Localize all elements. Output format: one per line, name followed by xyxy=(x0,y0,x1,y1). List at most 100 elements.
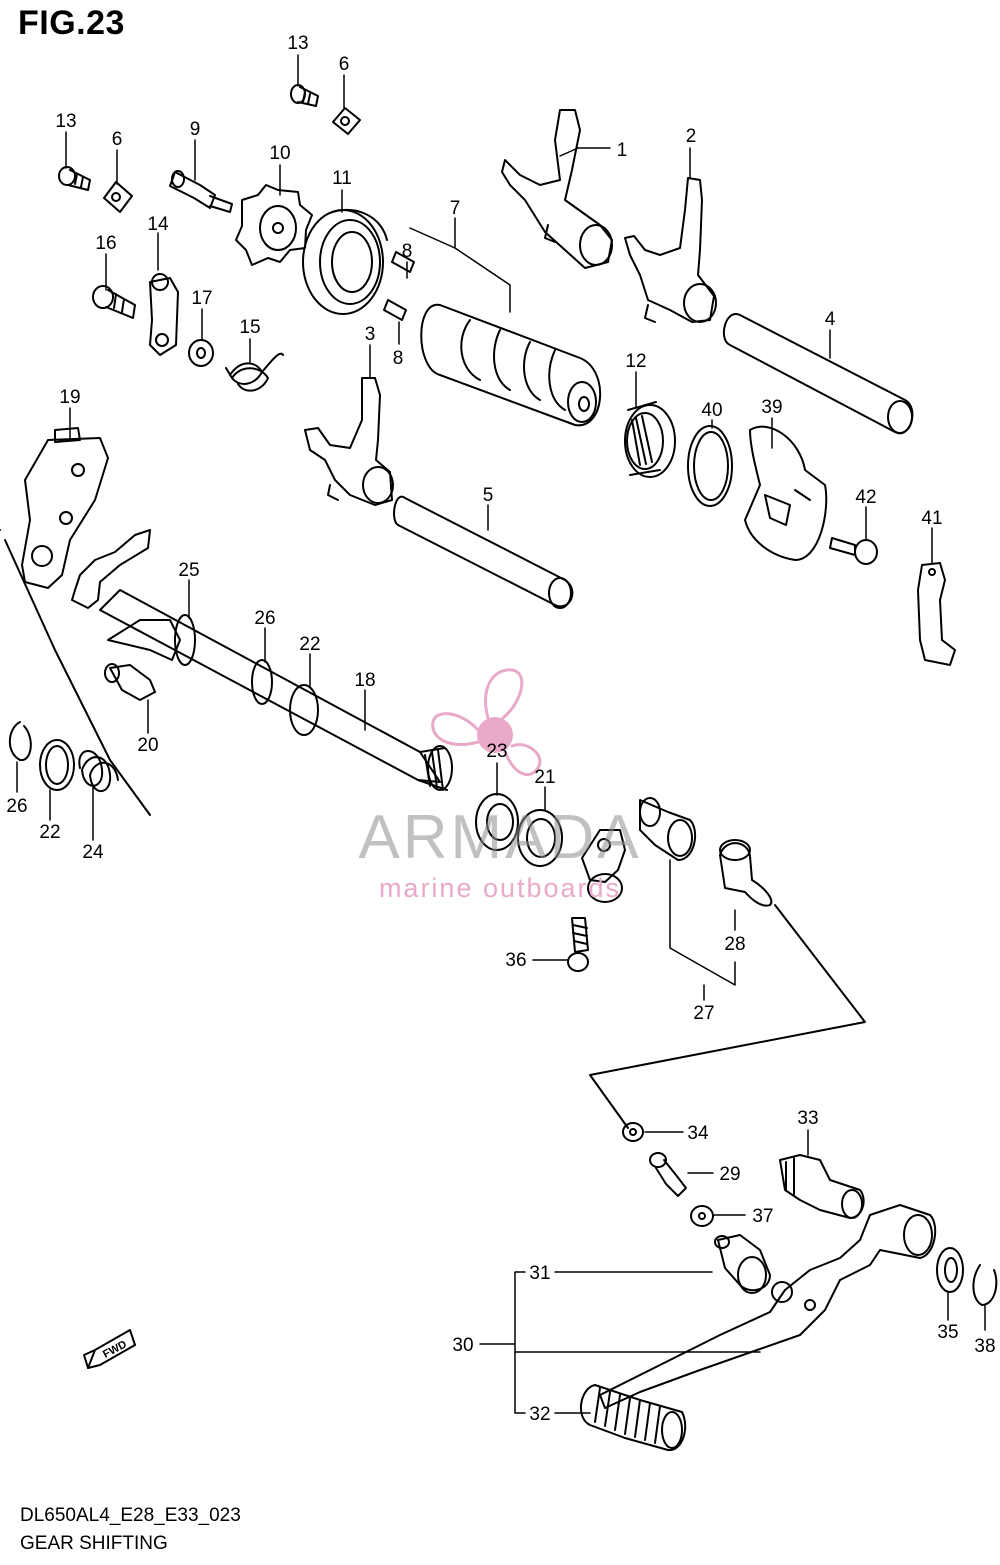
callout-2: 2 xyxy=(686,126,697,147)
callout-21: 21 xyxy=(534,767,555,788)
part-26-circlip-shaft xyxy=(251,659,273,705)
callout-27: 27 xyxy=(693,1003,714,1024)
part-22-washer-lower xyxy=(39,739,75,791)
part-29-bolt xyxy=(649,1152,687,1197)
part-2-shift-fork xyxy=(624,177,717,323)
callout-6: 6 xyxy=(339,54,350,75)
callout-8: 8 xyxy=(393,348,404,369)
callout-35: 35 xyxy=(937,1322,958,1343)
callout-38: 38 xyxy=(974,1336,995,1357)
part-19-cam-driven-gear-plate xyxy=(21,427,109,589)
assembly-boundary-line xyxy=(0,529,151,816)
part-17-washer xyxy=(188,339,214,367)
part-35-washer xyxy=(936,1247,964,1293)
callout-6: 6 xyxy=(112,129,123,150)
callout-32: 32 xyxy=(529,1404,550,1425)
callout-41: 41 xyxy=(921,508,942,529)
part-16-bolt xyxy=(92,285,136,319)
part-36-bolt xyxy=(567,917,589,972)
part-6-plate-lower xyxy=(103,181,133,213)
part-31-rod-end xyxy=(714,1234,771,1294)
callout-3: 3 xyxy=(365,324,376,345)
part-28-link-rod-end xyxy=(639,797,697,861)
callout-23: 23 xyxy=(486,741,507,762)
part-15-spring xyxy=(225,352,284,392)
part-13-bolt-upper xyxy=(290,84,319,107)
part-5-fork-shaft xyxy=(393,495,574,609)
fwd-arrow-icon xyxy=(83,1329,136,1369)
callout-9: 9 xyxy=(190,119,201,140)
part-37-nut xyxy=(690,1205,714,1227)
callout-16: 16 xyxy=(95,233,116,254)
callout-36: 36 xyxy=(505,950,526,971)
part-34-nut xyxy=(622,1122,644,1142)
callout-19: 19 xyxy=(59,387,80,408)
part-10-shift-cam-stopper xyxy=(235,184,313,266)
part-39-hose-clamp xyxy=(744,425,828,561)
assembly-link-line xyxy=(589,904,866,1129)
figure-name: GEAR SHIFTING xyxy=(20,1533,168,1554)
part-6-plate-upper xyxy=(332,107,361,135)
callout-42: 42 xyxy=(855,487,876,508)
callout-1: 1 xyxy=(617,140,628,161)
callout-20: 20 xyxy=(137,735,158,756)
callout-17: 17 xyxy=(191,288,212,309)
part-20-stopper-bolt xyxy=(104,663,156,701)
part-7-shift-drum xyxy=(420,303,601,427)
watermark-brand: ARMADA xyxy=(358,803,641,872)
callout-31: 31 xyxy=(529,1263,550,1284)
callout-15: 15 xyxy=(239,317,260,338)
callout-5: 5 xyxy=(483,485,494,506)
figure-code: DL650AL4_E28_E33_023 xyxy=(20,1505,241,1526)
callout-28: 28 xyxy=(724,934,745,955)
part-28-ball-joint xyxy=(719,839,773,907)
part-18-gearshift-shaft xyxy=(71,529,453,791)
callout-22: 22 xyxy=(299,634,320,655)
watermark-logo xyxy=(431,668,542,777)
figure-title: FIG.23 xyxy=(18,4,125,42)
callout-26: 26 xyxy=(6,796,27,817)
callout-37: 37 xyxy=(752,1206,773,1227)
part-14-stopper-lever xyxy=(149,273,179,356)
part-11-bearing xyxy=(302,209,388,315)
part-4-fork-shaft xyxy=(722,313,914,435)
part-8-pin-upper xyxy=(391,251,415,273)
watermark-tagline: marine outboards xyxy=(379,873,621,903)
callout-25: 25 xyxy=(178,560,199,581)
callout-4: 4 xyxy=(825,309,836,330)
part-13-bolt-lower xyxy=(58,166,91,191)
callout-24: 24 xyxy=(82,842,104,863)
part-27-gearshift-link-arm xyxy=(581,829,626,903)
part-12-needle-bearing xyxy=(624,401,676,478)
callout-11: 11 xyxy=(332,168,352,189)
callout-29: 29 xyxy=(719,1164,740,1185)
part-41-clip xyxy=(917,562,956,666)
callout-14: 14 xyxy=(147,214,169,235)
part-3-shift-fork xyxy=(304,377,394,506)
part-22-washer-shaft xyxy=(289,684,319,736)
callout-26: 26 xyxy=(254,608,275,629)
leader-lines xyxy=(16,54,986,1414)
callout-18: 18 xyxy=(354,670,375,691)
part-42-bolt xyxy=(829,537,878,565)
callout-34: 34 xyxy=(687,1123,709,1144)
callout-12: 12 xyxy=(625,351,646,372)
callout-13: 13 xyxy=(55,111,76,132)
callout-39: 39 xyxy=(761,397,782,418)
callout-7: 7 xyxy=(450,198,461,219)
part-32-footrest-rubber xyxy=(580,1384,687,1452)
part-30-gearshift-lever xyxy=(599,1204,937,1409)
part-9-pin-bolt xyxy=(169,170,233,213)
part-33-pivot-bolt xyxy=(779,1154,865,1219)
callout-40: 40 xyxy=(701,400,722,421)
callout-22: 22 xyxy=(39,822,60,843)
callout-33: 33 xyxy=(797,1108,818,1129)
callout-10: 10 xyxy=(269,143,290,164)
part-21-o-ring xyxy=(517,809,563,867)
part-38-circlip xyxy=(972,1264,998,1306)
part-17-washer-hole xyxy=(196,347,206,359)
part-40-o-ring xyxy=(687,425,733,507)
part-8-pin-lower xyxy=(383,299,407,321)
callout-30: 30 xyxy=(452,1335,473,1356)
